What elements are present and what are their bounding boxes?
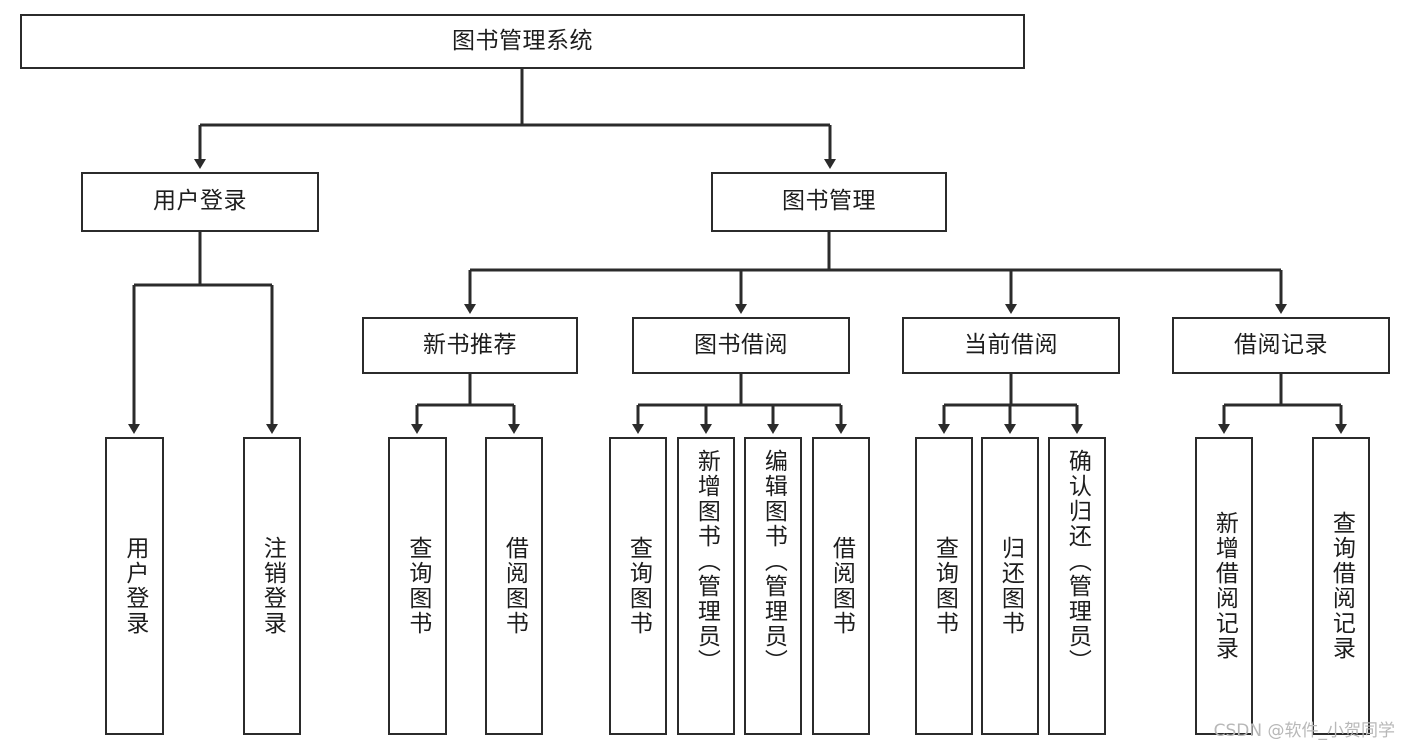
node-leaf-query-book-recommend-label: 查询图书 bbox=[404, 536, 431, 636]
node-leaf-return-book[interactable]: 归还图书 bbox=[981, 437, 1039, 735]
node-current-borrow-label: 当前借阅 bbox=[964, 331, 1058, 358]
node-leaf-confirm-return-admin[interactable]: 确认归还（管理员） bbox=[1048, 437, 1106, 735]
node-book-manage-label: 图书管理 bbox=[782, 188, 876, 215]
node-leaf-add-book-admin-label: 新增图书（管理员） bbox=[693, 449, 720, 674]
node-leaf-query-book-current[interactable]: 查询图书 bbox=[915, 437, 973, 735]
node-leaf-edit-book-admin[interactable]: 编辑图书（管理员） bbox=[744, 437, 802, 735]
node-leaf-query-book-borrow-label: 查询图书 bbox=[625, 536, 652, 636]
node-leaf-edit-book-admin-label: 编辑图书（管理员） bbox=[760, 449, 787, 674]
node-leaf-borrow-book-recommend[interactable]: 借阅图书 bbox=[485, 437, 543, 735]
node-user-login-label: 用户登录 bbox=[153, 188, 247, 215]
node-leaf-borrow-book-label: 借阅图书 bbox=[828, 536, 855, 636]
node-leaf-confirm-return-admin-label: 确认归还（管理员） bbox=[1064, 449, 1091, 674]
node-leaf-add-book-admin[interactable]: 新增图书（管理员） bbox=[677, 437, 735, 735]
node-root-system[interactable]: 图书管理系统 bbox=[20, 14, 1025, 69]
node-root-label: 图书管理系统 bbox=[452, 27, 593, 54]
node-leaf-borrow-book[interactable]: 借阅图书 bbox=[812, 437, 870, 735]
node-leaf-query-book-current-label: 查询图书 bbox=[931, 536, 958, 636]
node-leaf-query-book-recommend[interactable]: 查询图书 bbox=[388, 437, 447, 735]
node-leaf-user-logout[interactable]: 注销登录 bbox=[243, 437, 301, 735]
node-leaf-query-borrow-record-label: 查询借阅记录 bbox=[1328, 511, 1355, 661]
node-leaf-add-borrow-record[interactable]: 新增借阅记录 bbox=[1195, 437, 1253, 735]
node-leaf-user-login[interactable]: 用户登录 bbox=[105, 437, 164, 735]
node-book-borrow-label: 图书借阅 bbox=[694, 331, 788, 358]
node-leaf-user-login-label: 用户登录 bbox=[121, 536, 148, 636]
node-leaf-add-borrow-record-label: 新增借阅记录 bbox=[1211, 511, 1238, 661]
node-current-borrow[interactable]: 当前借阅 bbox=[902, 317, 1120, 374]
node-new-book-recommend-label: 新书推荐 bbox=[423, 331, 517, 358]
node-book-borrow[interactable]: 图书借阅 bbox=[632, 317, 850, 374]
node-leaf-return-book-label: 归还图书 bbox=[997, 536, 1024, 636]
node-leaf-user-logout-label: 注销登录 bbox=[259, 536, 286, 636]
node-leaf-query-book-borrow[interactable]: 查询图书 bbox=[609, 437, 667, 735]
node-borrow-record-label: 借阅记录 bbox=[1234, 331, 1328, 358]
node-leaf-borrow-book-recommend-label: 借阅图书 bbox=[501, 536, 528, 636]
node-book-manage[interactable]: 图书管理 bbox=[711, 172, 947, 232]
node-new-book-recommend[interactable]: 新书推荐 bbox=[362, 317, 578, 374]
node-borrow-record[interactable]: 借阅记录 bbox=[1172, 317, 1390, 374]
node-user-login[interactable]: 用户登录 bbox=[81, 172, 319, 232]
node-leaf-query-borrow-record[interactable]: 查询借阅记录 bbox=[1312, 437, 1370, 735]
